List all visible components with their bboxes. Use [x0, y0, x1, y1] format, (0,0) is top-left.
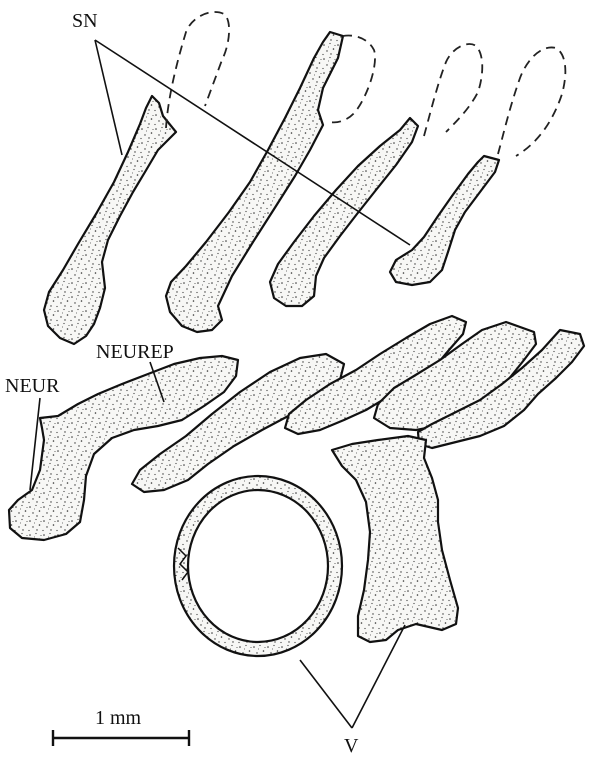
neural-spine-4	[390, 156, 499, 285]
neural-spine-2	[166, 32, 343, 332]
label-v: V	[344, 735, 359, 757]
scale-bar-label: 1 mm	[95, 707, 142, 729]
neural-spine-1	[44, 96, 176, 344]
label-neur: NEUR	[5, 375, 60, 397]
neural-spines	[44, 32, 499, 344]
reconstructed-spine-tips	[166, 12, 565, 156]
label-sn: SN	[72, 10, 98, 32]
scale-bar: 1 mm	[52, 707, 190, 746]
vertebral-centrum-ring	[174, 476, 342, 656]
vertebral-elements	[174, 436, 458, 656]
leader-sn-to-spine-1	[95, 40, 122, 155]
leader-v-to-ring	[300, 660, 352, 728]
vertebral-lateral-element	[332, 436, 458, 642]
dashed-tip-1	[166, 12, 229, 128]
dashed-tip-4	[498, 47, 565, 156]
label-neurep: NEUREP	[96, 341, 174, 363]
dashed-tip-3	[424, 44, 482, 136]
